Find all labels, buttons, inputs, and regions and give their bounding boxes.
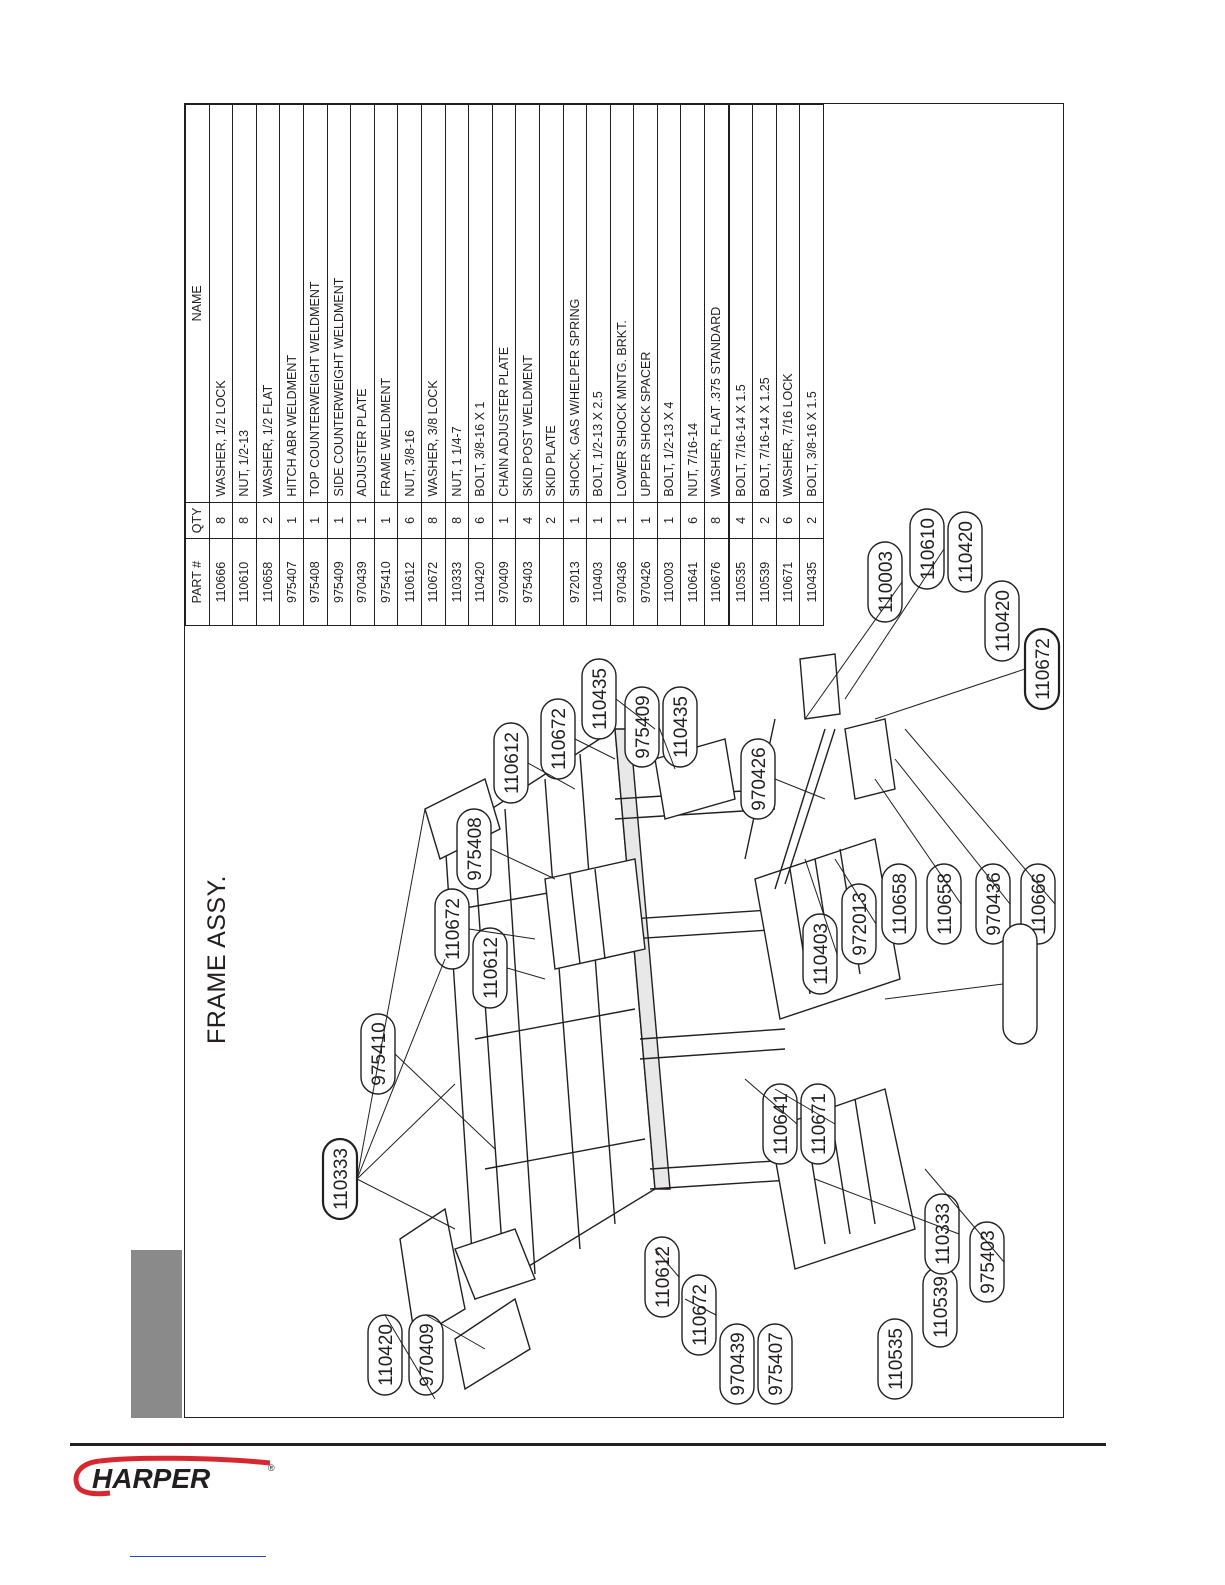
callout-label: 110403 [811, 923, 832, 985]
callout-balloon: 110672 [540, 698, 576, 780]
callout-label: 110672 [443, 898, 464, 960]
callout-balloon: 110003 [867, 541, 903, 623]
callout-balloon: 110420 [984, 580, 1020, 662]
frame-weldment-drawing [399, 727, 671, 1391]
callout-label: 110003 [876, 551, 897, 613]
callout-balloon: 110612 [644, 1236, 680, 1318]
callout-balloon: 110435 [581, 658, 617, 740]
callout-balloon: 970426 [740, 738, 776, 820]
callout-balloon: 110671 [800, 1083, 836, 1165]
callout-balloon: 110539 [922, 1266, 958, 1348]
section-tab [131, 1250, 182, 1418]
callout-label: 110333 [331, 1148, 352, 1210]
callout-balloon: 975407 [757, 1323, 793, 1405]
callout-balloon: 970439 [719, 1323, 755, 1405]
callout-balloon: 110420 [367, 1314, 403, 1396]
callout-label: 975403 [978, 1230, 999, 1293]
callout-label: 110672 [549, 708, 570, 770]
registered-mark: ® [268, 1463, 275, 1473]
callout-balloon: 970436 [975, 863, 1011, 945]
callout-balloon: 110672 [1023, 627, 1061, 711]
callout-label: 110420 [956, 521, 977, 583]
callout-label: 110535 [886, 1328, 907, 1390]
footer-rule [70, 1443, 1106, 1446]
callout-label: 972013 [850, 892, 871, 955]
callout-balloon: 110612 [472, 927, 508, 1009]
callout-balloon: 110333 [924, 1193, 960, 1275]
callout-balloon: 110333 [321, 1137, 359, 1221]
callout-balloon: 975403 [969, 1221, 1005, 1303]
bottom-link-underline [130, 1556, 266, 1557]
callout-label: 110641 [771, 1093, 792, 1155]
callout-label: 110420 [376, 1324, 397, 1386]
callout-balloon: 110612 [493, 722, 529, 804]
callout-balloon: 110641 [762, 1083, 798, 1165]
skid-posts-drawing [614, 788, 916, 1270]
callout-label: 110658 [890, 873, 911, 935]
callout-label: 110539 [931, 1276, 952, 1338]
callout-label: 110672 [1033, 638, 1054, 700]
frame-assembly-drawing: 110420 970409 110333 975410 110672 11061… [321, 508, 1061, 1405]
callout-label: 110435 [671, 696, 692, 758]
callout-balloon: 110658 [926, 863, 962, 945]
callout-balloon: 972013 [841, 883, 877, 965]
callout-balloon: 110658 [881, 863, 917, 945]
callout-balloon: 110666 [1020, 863, 1056, 945]
callout-label: 110610 [918, 518, 939, 580]
callout-label: 110420 [993, 590, 1014, 652]
logo-text: HARPER [92, 1463, 211, 1494]
leader-lines [356, 548, 1056, 1400]
callout-label: 970436 [984, 872, 1005, 935]
callout-balloon: 970409 [408, 1314, 444, 1396]
callout-balloon: 110435 [662, 686, 698, 768]
callout-label: 110672 [690, 1284, 711, 1346]
callout-label: 110671 [809, 1093, 830, 1155]
callout-label: 975409 [633, 695, 654, 758]
callout-label: 975408 [465, 817, 486, 880]
callout-balloon: 110403 [802, 913, 838, 995]
callout-label: 110333 [933, 1203, 954, 1265]
callout-balloon: 110672 [681, 1274, 717, 1356]
callout-balloon: 975408 [456, 808, 492, 890]
callout-label: 110612 [481, 937, 502, 999]
callout-balloon: 975410 [360, 1013, 396, 1095]
callout-balloon: 110610 [909, 508, 945, 590]
callout-label: 970409 [417, 1323, 438, 1386]
callout-label: 110612 [502, 732, 523, 794]
callout-balloon: 110535 [877, 1318, 913, 1400]
callout-balloon: 975409 [624, 686, 660, 768]
harper-logo: HARPER ® [73, 1455, 275, 1497]
counterweights-drawing [544, 738, 736, 970]
callout-balloon-empty [1002, 923, 1038, 1045]
callout-label: 970426 [749, 747, 770, 810]
callout-balloon: 110672 [434, 888, 470, 970]
callout-label: 110612 [653, 1246, 674, 1308]
callout-label: 970439 [728, 1332, 749, 1395]
callout-balloon: 110420 [947, 511, 983, 593]
callout-label: 110666 [1029, 873, 1050, 935]
callout-label: 110435 [590, 668, 611, 730]
callout-label: 975407 [766, 1332, 787, 1395]
